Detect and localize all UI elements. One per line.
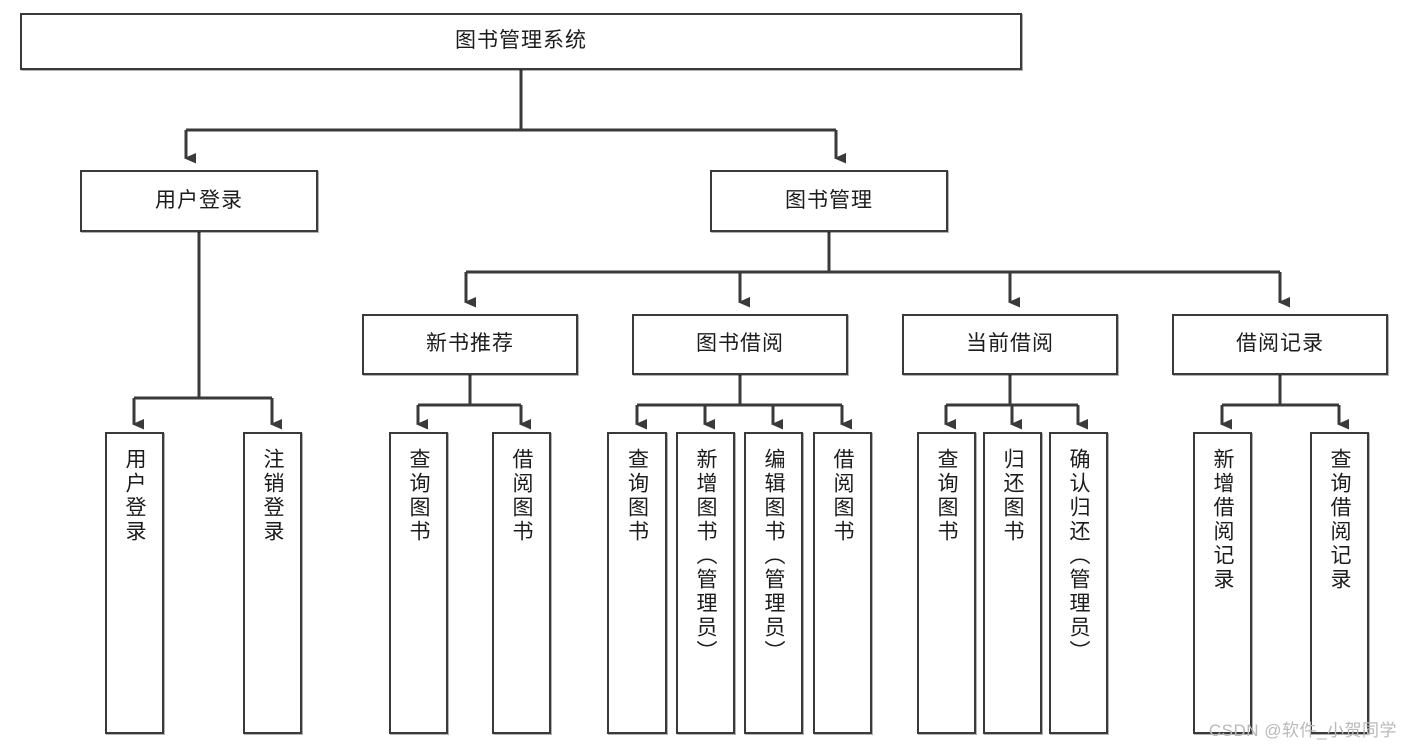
node-user-login[interactable]: 用户登录 <box>80 170 318 232</box>
node-current-borrow[interactable]: 当前借阅 <box>902 314 1118 375</box>
node-label: 确认归还（管理员） <box>1067 448 1090 664</box>
node-label: 图书管理 <box>785 188 873 212</box>
node-leaf-query-borrow-record[interactable]: 查询借阅记录 <box>1310 432 1369 734</box>
node-label: 新增借阅记录 <box>1211 448 1234 592</box>
node-label: 用户登录 <box>155 188 243 212</box>
node-leaf-edit-book[interactable]: 编辑图书（管理员） <box>744 432 803 734</box>
node-leaf-return-book[interactable]: 归还图书 <box>983 432 1042 734</box>
node-leaf-borrow-book-1[interactable]: 借阅图书 <box>492 432 551 734</box>
node-leaf-confirm-return[interactable]: 确认归还（管理员） <box>1049 432 1108 734</box>
node-leaf-add-borrow-record[interactable]: 新增借阅记录 <box>1193 432 1252 734</box>
node-leaf-query-book-3[interactable]: 查询图书 <box>917 432 976 734</box>
node-borrow-record[interactable]: 借阅记录 <box>1172 314 1388 375</box>
node-label: 当前借阅 <box>966 332 1054 356</box>
node-label: 新书推荐 <box>426 332 514 356</box>
node-label: 注销登录 <box>261 448 284 544</box>
node-root[interactable]: 图书管理系统 <box>20 13 1022 70</box>
node-leaf-query-book-1[interactable]: 查询图书 <box>389 432 448 734</box>
node-book-manage[interactable]: 图书管理 <box>710 170 948 232</box>
node-leaf-user-logout[interactable]: 注销登录 <box>243 432 302 734</box>
watermark: CSDN @软件_小贺同学 <box>1208 721 1397 740</box>
node-label: 借阅图书 <box>510 448 533 544</box>
node-label: 查询图书 <box>407 448 430 544</box>
node-label: 归还图书 <box>1001 448 1024 544</box>
node-label: 借阅图书 <box>831 448 854 544</box>
node-new-book-recommend[interactable]: 新书推荐 <box>362 314 578 375</box>
node-label: 查询图书 <box>935 448 958 544</box>
node-book-borrow[interactable]: 图书借阅 <box>632 314 848 375</box>
node-leaf-user-login[interactable]: 用户登录 <box>105 432 164 734</box>
node-label: 图书管理系统 <box>455 29 587 53</box>
node-label: 图书借阅 <box>696 332 784 356</box>
node-label: 借阅记录 <box>1236 332 1324 356</box>
node-label: 编辑图书（管理员） <box>762 448 785 664</box>
node-leaf-query-book-2[interactable]: 查询图书 <box>607 432 667 734</box>
node-label: 查询借阅记录 <box>1328 448 1351 592</box>
node-label: 用户登录 <box>123 448 146 544</box>
node-label: 新增图书（管理员） <box>694 448 717 664</box>
node-leaf-add-book[interactable]: 新增图书（管理员） <box>676 432 735 734</box>
node-label: 查询图书 <box>625 448 649 544</box>
node-leaf-borrow-book-2[interactable]: 借阅图书 <box>813 432 872 734</box>
